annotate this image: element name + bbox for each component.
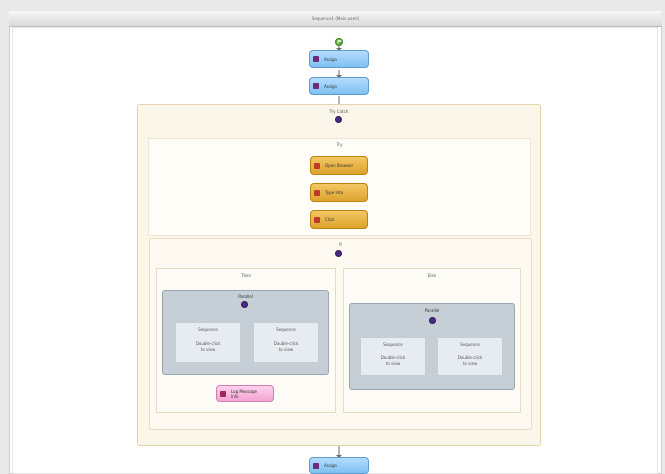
assign-activity-1-label: Assign: [324, 56, 338, 62]
type-into-label: Type Into: [325, 190, 344, 195]
activity-icon: [313, 56, 319, 62]
connector-node-icon: [241, 301, 248, 308]
parallel-left-seq2-line1: Double-click: [273, 341, 299, 346]
connector-node-icon: [429, 317, 436, 324]
parallel-right-label: Parallel: [424, 308, 440, 313]
parallel-right-seq1-line2: to view: [385, 361, 401, 366]
parallel-right-sequence-2[interactable]: [437, 337, 503, 376]
click-label: Click: [325, 217, 335, 222]
log-message-line1: Log Message: [231, 388, 257, 394]
arrow-2: [336, 75, 342, 78]
parallel-right-seq1-line1: Double-click: [380, 355, 406, 360]
parallel-left-seq2-title: Sequence: [276, 327, 296, 332]
activity-icon: [313, 83, 319, 89]
type-into-activity[interactable]: Type Into: [310, 183, 368, 202]
activity-icon: [314, 189, 320, 196]
assign-activity-bottom-label: Assign: [324, 463, 338, 468]
parallel-right-seq2-line2: to view: [462, 361, 478, 366]
assign-activity-bottom[interactable]: Assign: [309, 457, 369, 474]
assign-activity-1[interactable]: Assign: [309, 50, 369, 68]
connector-node-icon: [335, 116, 342, 123]
arrow-out: [336, 455, 342, 458]
try-catch-label: Try Catch: [329, 109, 349, 114]
activity-icon: [220, 390, 226, 397]
parallel-right-seq2-title: Sequence: [460, 342, 480, 347]
assign-activity-2[interactable]: Assign: [309, 77, 369, 95]
connector-node-icon: [335, 250, 342, 257]
open-browser-label: Open Browser: [325, 163, 354, 168]
parallel-left-sequence-1[interactable]: [175, 322, 241, 363]
if-label: If: [339, 242, 342, 247]
parallel-left-seq2-line2: to view: [278, 347, 294, 352]
log-message-activity[interactable]: Log Message Info: [216, 385, 274, 402]
window-titlebar: Sequence1 (Main.xaml): [9, 11, 662, 27]
log-message-line2: Info: [231, 393, 239, 399]
parallel-left-label: Parallel: [238, 294, 253, 299]
arrow-1: [336, 48, 342, 51]
parallel-left-sequence-2[interactable]: [253, 322, 319, 363]
activity-icon: [314, 216, 320, 223]
assign-activity-2-label: Assign: [324, 83, 338, 89]
then-branch-label: Then: [241, 273, 251, 278]
parallel-right-seq1-title: Sequence: [383, 342, 403, 347]
parallel-right-sequence-1[interactable]: [360, 337, 426, 376]
try-block-label: Try: [336, 142, 343, 147]
start-flag-icon[interactable]: [335, 31, 343, 46]
parallel-left-seq1-line1: Double-click: [195, 341, 221, 346]
open-browser-activity[interactable]: Open Browser: [310, 156, 368, 175]
click-activity[interactable]: Click: [310, 210, 368, 229]
parallel-right-seq2-line1: Double-click: [457, 355, 483, 360]
parallel-left-seq1-line2: to view: [200, 347, 216, 352]
window-title: Sequence1 (Main.xaml): [311, 16, 360, 21]
activity-icon: [314, 162, 320, 169]
else-branch-label: Else: [427, 273, 437, 278]
activity-icon: [313, 462, 319, 469]
parallel-left-seq1-title: Sequence: [198, 327, 218, 332]
